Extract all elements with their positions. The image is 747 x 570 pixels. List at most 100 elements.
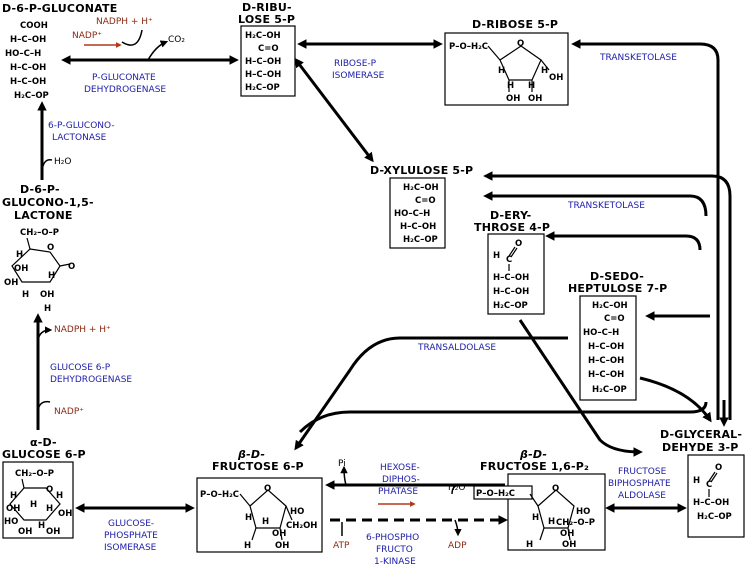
h2o-bottom-curve xyxy=(451,484,461,495)
arrow-ribulose-xylulose xyxy=(294,57,374,163)
glucose-l5: OH xyxy=(58,509,72,519)
fructose16-l2: H xyxy=(548,517,555,527)
glucose-l2: H xyxy=(30,500,37,510)
sedoheptulose-box xyxy=(579,295,637,401)
enzyme-pfk-2: FRUCTO xyxy=(376,545,413,555)
title-lactone-line3: LACTONE xyxy=(14,209,73,222)
gluconate-line-5: H₂C–OP xyxy=(14,91,49,101)
ribose-bond-oh3 xyxy=(540,59,550,71)
erythrose-line-0: H–C–OH xyxy=(493,273,529,283)
fructose6p-l4: OH xyxy=(275,541,289,551)
erythrose-co-bond2 xyxy=(510,247,518,258)
enzyme-aldolase-2: BIPHOSPHATE xyxy=(608,479,671,489)
sedo-line-6: H₂C–OP xyxy=(592,385,627,395)
lactone-h-c: H xyxy=(22,290,29,300)
sedo-line-1: C=O xyxy=(604,314,625,324)
enzyme-gpi-1: GLUCOSE- xyxy=(108,519,154,529)
title-fructose16-line1: β-D- xyxy=(519,448,547,461)
nadph-mid-curve xyxy=(37,326,53,341)
cofactor-h2o-bottom: H₂O xyxy=(448,483,465,493)
arrow-erythrose-glyceraldehyde xyxy=(518,319,643,457)
title-ribulose-line1: D-RIBU- xyxy=(242,1,292,14)
fructose16-l0: H xyxy=(532,513,539,523)
fructose6p-l0: H xyxy=(245,513,252,523)
glyceraldehyde-structure: H O C H–C–OH H₂C–OP xyxy=(693,463,732,522)
cofactor-adp: ADP xyxy=(448,541,467,551)
arrow-transketolase-top xyxy=(571,39,720,420)
title-ribose-5-p: D-RIBOSE 5-P xyxy=(472,18,558,31)
xylulose-line-0: H₂C–OH xyxy=(403,183,439,193)
title-6-p-gluconate: D-6-P-GLUCONATE xyxy=(2,2,117,15)
fructose6p-bond-a xyxy=(251,527,257,541)
fructose16-l1: HO xyxy=(576,507,590,517)
erythrose-co-bond xyxy=(508,246,516,257)
cofactor-nadp-mid: NADP⁺ xyxy=(54,407,84,417)
title-fructose6p-line1: β-D- xyxy=(237,448,265,461)
enzyme-transketolase-2: TRANSKETOLASE xyxy=(567,201,645,211)
sedo-line-2: HO–C–H xyxy=(583,328,619,338)
glyceraldehyde-o: O xyxy=(715,463,722,473)
arrow-transaldolase xyxy=(294,336,568,451)
cofactor-co2: CO₂ xyxy=(168,35,185,45)
enzyme-gpi-2: PHOSPHATE xyxy=(104,531,158,541)
xylulose-structure: H₂C–OH C=O HO–C–H H–C–OH H₂C–OP xyxy=(394,183,439,245)
ribose-ring-bond xyxy=(487,45,501,61)
lactone-keto-o: O xyxy=(68,262,75,272)
ribose-oh2: OH xyxy=(528,94,542,104)
sedo-line-4: H–C–OH xyxy=(588,356,624,366)
ribose-oh1: OH xyxy=(506,94,520,104)
lactone-structure: CH₂–O–P O O H OH H OH H OH H xyxy=(4,228,75,314)
enzyme-ribose-isomerase-1: RIBOSE-P xyxy=(334,59,377,69)
cofactor-nadph-mid: NADPH + H⁺ xyxy=(54,325,111,335)
ribulose-structure: H₂C–OH C=O H–C–OH H–C–OH H₂C–OP xyxy=(245,31,281,93)
enzyme-g6p-dh-2: DEHYDROGENASE xyxy=(50,375,132,385)
fructose6p-ring-o: O xyxy=(264,484,271,494)
cofactor-pi: Pi xyxy=(338,459,346,469)
arrow-sedo-to-glyceraldehyde xyxy=(639,376,712,423)
title-sedoheptulose-line1: D-SEDO- xyxy=(590,270,644,283)
glucose-structure: CH₂–O–P O H H H OH H OH HO H OH OH xyxy=(4,469,72,537)
enzyme-hexose-3: PHATASE xyxy=(378,487,418,497)
fructose16-prefix-bond xyxy=(529,493,539,507)
ribose-structure: P–O–H₂C O H H H H OH OH OH xyxy=(449,39,563,104)
gluconate-line-2: HO–C–H xyxy=(5,49,41,59)
title-erythrose-line1: D-ERY- xyxy=(490,209,531,222)
xylulose-line-1: C=O xyxy=(415,196,436,206)
glyceraldehyde-co-bond xyxy=(708,471,716,482)
xylulose-box xyxy=(389,177,446,249)
nadp-mid-curve xyxy=(37,400,51,411)
title-fructose16-line2: FRUCTOSE 1,6-P₂ xyxy=(480,460,589,473)
cofactor-atp: ATP xyxy=(333,541,350,551)
gluconate-line-0: COOH xyxy=(20,21,48,31)
cofactor-h2o-lactonase: H₂O xyxy=(54,157,71,167)
erythrose-h: H xyxy=(493,251,500,261)
pi-curve xyxy=(340,465,348,486)
title-fructose6p-line2: FRUCTOSE 6-P xyxy=(212,460,304,473)
enzyme-pfk-1: 6-PHOSPHO xyxy=(366,533,419,543)
ribose-oh3: OH xyxy=(549,73,563,83)
fructose6p-l5: H xyxy=(244,541,251,551)
glucose-l8: OH xyxy=(18,527,32,537)
fructose6p-structure: P–O–H₂C O H HO H OH OH H CH₂OH xyxy=(200,484,317,551)
arrow-to-xylulose-2 xyxy=(483,191,708,217)
title-lactone-line2: GLUCONO-1,5- xyxy=(2,196,94,209)
enzyme-aldolase-3: ALDOLASE xyxy=(618,491,666,501)
fructose16-l4: OH xyxy=(562,540,576,550)
glucose-top-bond xyxy=(21,478,25,489)
nadp-curve xyxy=(121,29,143,46)
fructose16-l5: H xyxy=(526,540,533,550)
glucose-top: CH₂–O–P xyxy=(15,469,54,479)
erythrose-structure: H O C H–C–OH H–C–OH H₂C–OP xyxy=(493,239,529,311)
enzyme-lactonase-2: LACTONASE xyxy=(52,133,107,143)
ribulose-line-3: H–C–OH xyxy=(245,70,281,80)
lactone-top-bond xyxy=(26,237,31,250)
fructose6p-box xyxy=(196,477,323,553)
ribose-ring-o: O xyxy=(517,39,524,49)
lactone-h-d: H xyxy=(44,304,51,314)
ribose-h1: H xyxy=(498,66,505,76)
xylulose-line-2: HO–C–H xyxy=(394,209,430,219)
title-erythrose-line2: THROSE 4-P xyxy=(474,221,550,234)
glucose-l3: OH xyxy=(6,504,20,514)
glyceraldehyde-line-0: H–C–OH xyxy=(693,498,729,508)
fructose6p-prefix-bond xyxy=(239,493,251,507)
